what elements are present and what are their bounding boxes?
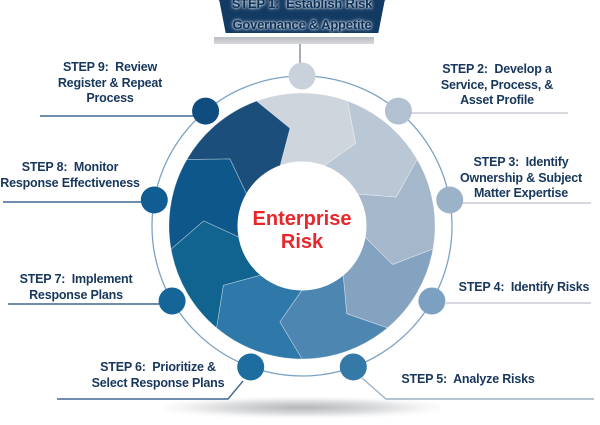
step-4-label: STEP 4: Identify Risks [459,280,590,296]
step-node-6 [237,353,265,381]
step-node-3 [436,186,464,214]
step-6-label-line1: STEP 6: Prioritize & [100,360,216,374]
center-title-line2: Risk [280,231,324,253]
step-6-label-line2: Select Response Plans [91,375,225,390]
step-node-2 [384,97,412,125]
step-8-label-line2: Response Effectiveness [0,175,140,190]
leader-line-step-6 [57,380,244,400]
step-7-label-line1: STEP 7: Implement [19,272,133,286]
step-node-7 [158,287,186,315]
step-3-label-line3: Matter Expertise [473,186,569,200]
step-3-label-line2: Ownership & Subject [460,170,582,185]
step-6-label: STEP 6: Prioritize &Select Response Plan… [92,360,225,391]
step1-banner-line1: STEP 1: Establish Risk [231,0,373,11]
step-5-label-line1: STEP 5: Analyze Risks [401,372,535,386]
step-node-9 [192,97,220,125]
step-9-label-line3: Process [86,91,134,105]
step-9-label-line2: Register & Repeat [57,75,163,90]
leader-line-step-5 [361,377,594,400]
step-node-8 [140,186,168,214]
step-2-label-line2: Service, Process, & [440,77,554,92]
wheel-hub [237,161,367,291]
step1-banner-ribbon [196,0,408,33]
center-title: Enterprise Risk [232,208,372,254]
wheel-ground-shadow [164,397,440,418]
step-4-label-line1: STEP 4: Identify Risks [458,280,590,294]
step-2-label-line1: STEP 2: Develop a [442,62,552,76]
step-7-label-line2: Response Plans [29,287,123,302]
step-node-4 [418,287,446,315]
step-8-label-line1: STEP 8: Monitor [21,160,119,174]
step-node-5 [339,353,367,381]
step-2-label-line3: Asset Profile [460,93,534,107]
step-3-label-line1: STEP 3: Identify [473,155,569,169]
center-title-line1: Enterprise [252,208,352,230]
banner-pedestal-bar [214,37,374,44]
step-5-label: STEP 5: Analyze Risks [401,372,534,388]
step-9-label-line1: STEP 9: Review [62,60,158,74]
step-node-1 [288,62,316,90]
step1-banner-line2: Governance & Appetite [232,17,372,32]
